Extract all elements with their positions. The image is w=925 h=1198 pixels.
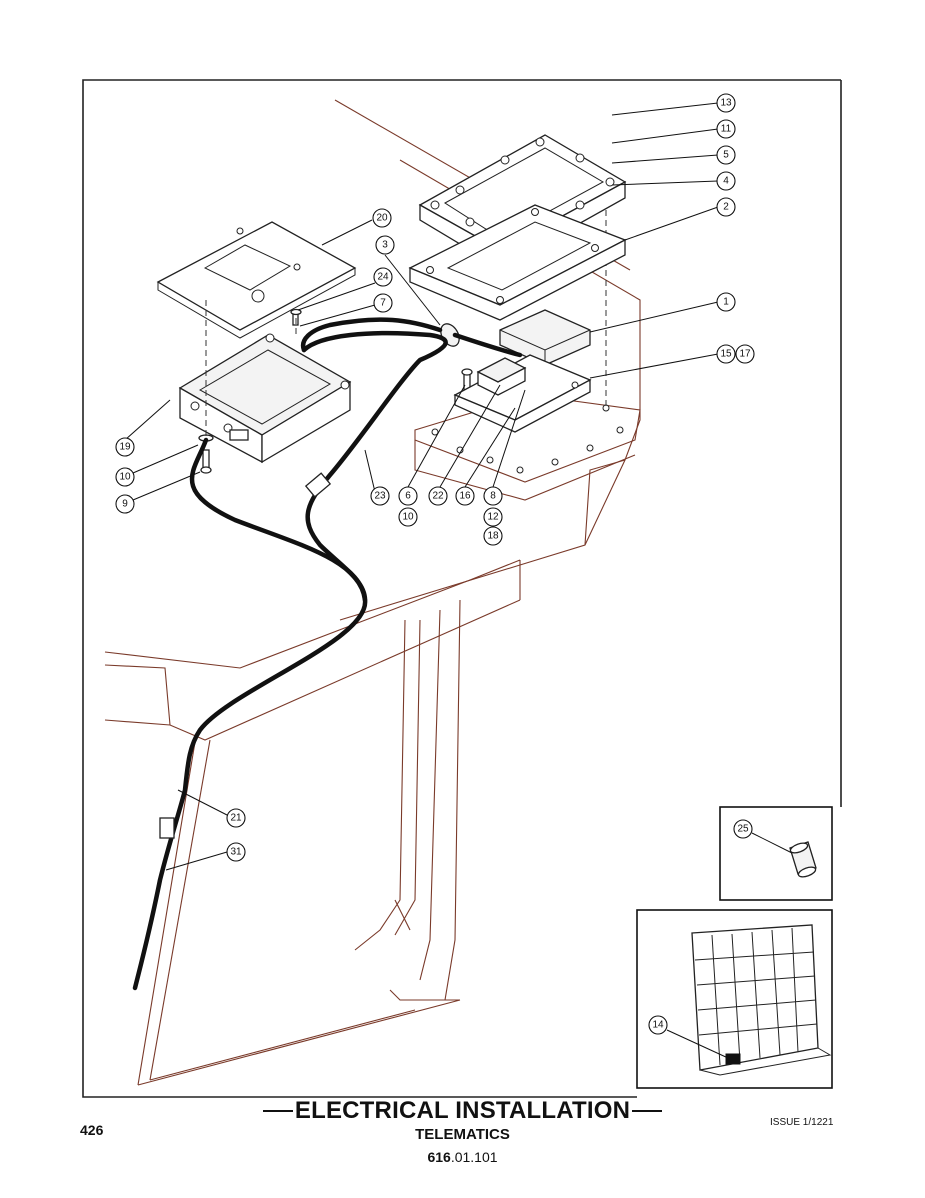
callout-23: 23 — [370, 486, 390, 506]
callout-25: 25 — [733, 819, 753, 839]
callout-7: 7 — [373, 293, 393, 313]
callout-20: 20 — [372, 208, 392, 228]
callout-label: 5 — [723, 150, 729, 161]
callout-label: 12 — [487, 512, 499, 523]
title-rule-left — [262, 1110, 293, 1112]
callout-label: 20 — [376, 213, 388, 224]
callout-label: 10 — [402, 512, 414, 523]
cable-21 — [132, 437, 368, 991]
callout-6: 6 — [398, 486, 418, 506]
callout-label: 9 — [122, 499, 128, 510]
section-code: 616.01.101 — [0, 1149, 925, 1165]
callout-18: 18 — [483, 526, 503, 546]
callout-label: 15 — [720, 349, 732, 360]
callout-label: 2 — [723, 202, 729, 213]
inset-box-25 — [719, 806, 833, 901]
callout-14: 14 — [648, 1015, 668, 1035]
section-code-rest: .01.101 — [450, 1149, 498, 1165]
callout-label: 18 — [487, 531, 499, 542]
callout-label: 17 — [739, 349, 751, 360]
page-subtitle: TELEMATICS — [415, 1126, 510, 1143]
callout-4: 4 — [716, 171, 736, 191]
callout-label: 6 — [405, 491, 411, 502]
callout-15: 15 — [716, 344, 736, 364]
control-unit-19 — [178, 333, 352, 464]
footer-title-bar: ELECTRICAL INSTALLATION — [0, 1097, 925, 1125]
callout-label: 7 — [380, 298, 386, 309]
callout-label: 8 — [490, 491, 496, 502]
callout-label: 14 — [652, 1020, 664, 1031]
callout-16: 16 — [455, 486, 475, 506]
leader-lines — [124, 102, 719, 871]
callout-label: 1 — [723, 297, 729, 308]
callout-label: 22 — [432, 491, 444, 502]
callout-24: 24 — [373, 267, 393, 287]
cable-23 — [301, 330, 448, 603]
callout-12: 12 — [483, 507, 503, 527]
callout-21: 21 — [226, 808, 246, 828]
callout-19: 19 — [115, 437, 135, 457]
callout-1: 1 — [716, 292, 736, 312]
callout-label: 19 — [119, 442, 131, 453]
callout-label: 13 — [720, 98, 732, 109]
callout-label: 31 — [230, 847, 242, 858]
callout-label: 11 — [721, 124, 732, 135]
callout-8: 8 — [483, 486, 503, 506]
issue-label: ISSUE 1/1221 — [770, 1117, 834, 1128]
callout-label: 16 — [459, 491, 471, 502]
callout-31: 31 — [226, 842, 246, 862]
callout-5: 5 — [716, 145, 736, 165]
bracket-plate-20 — [156, 221, 357, 339]
base-bracket-15 — [453, 354, 592, 433]
callout-label: 23 — [374, 491, 386, 502]
callout-10: 10 — [115, 467, 135, 487]
cab-outline — [104, 99, 641, 1086]
callout-9: 9 — [115, 494, 135, 514]
callout-22: 22 — [428, 486, 448, 506]
callout-label: 4 — [723, 176, 729, 187]
callout-10-lower: 10 — [398, 507, 418, 527]
callout-label: 25 — [737, 824, 749, 835]
page-title: ELECTRICAL INSTALLATION — [294, 1097, 631, 1124]
antenna-1 — [499, 309, 591, 366]
diagram-frame — [82, 79, 718, 1098]
inset-box-14 — [636, 909, 833, 1089]
callout-label: 10 — [119, 472, 131, 483]
title-rule-right — [632, 1110, 663, 1112]
page-number: 426 — [80, 1122, 104, 1138]
callout-17: 17 — [735, 344, 755, 364]
callout-2: 2 — [716, 197, 736, 217]
callout-11: 11 — [716, 119, 736, 139]
section-code-bold: 616 — [427, 1149, 451, 1165]
callout-3: 3 — [375, 235, 395, 255]
callout-13: 13 — [716, 93, 736, 113]
callout-label: 24 — [377, 272, 389, 283]
callout-label: 21 — [230, 813, 242, 824]
callout-label: 3 — [382, 240, 388, 251]
